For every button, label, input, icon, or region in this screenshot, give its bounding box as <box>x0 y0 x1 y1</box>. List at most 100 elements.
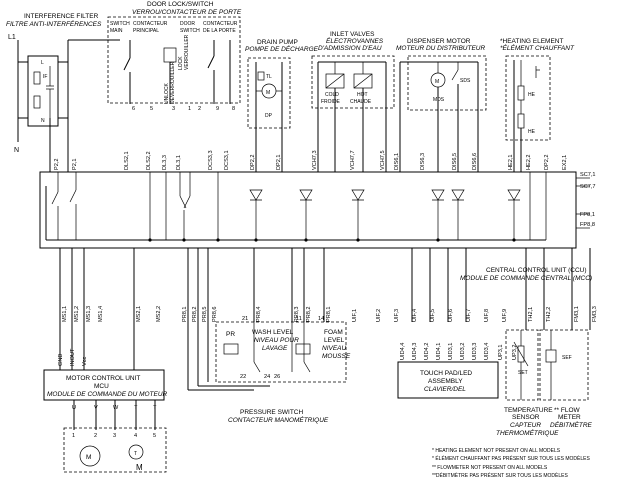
heating-element: *HEATING ELEMENT *ÉLÉMENT CHAUFFANT HE H… <box>500 38 575 172</box>
pressure-switch-frame <box>215 321 347 383</box>
foam-label-2: LEVEL <box>324 337 345 344</box>
dispenser-motor: DISPENSER MOTOR MOTEUR DU DISTRIBUTEUR M… <box>396 38 487 172</box>
door-pin: 5 <box>150 106 153 112</box>
interference-filter-title-fr: FILTRE ANTI-INTERFÉRENCES <box>6 19 102 28</box>
dispenser-motor-label: M <box>435 79 439 85</box>
main-switch-label-fr: CONTACTEUR <box>133 21 168 27</box>
ccu-connector-label: EX2,1 <box>562 155 568 170</box>
flow-meter-title-2: METER <box>558 414 581 421</box>
heater-he-1: HE <box>528 92 536 98</box>
pressure-pin: 26 <box>274 374 280 380</box>
heater-title-fr: *ÉLÉMENT CHAUFFANT <box>500 43 575 52</box>
dispenser-frame <box>407 55 487 111</box>
ccu-bottom-connector: MS1,1 <box>62 306 68 322</box>
mcu-pin-label: Vcc <box>82 356 88 366</box>
touch-pad-connector: UID3,4 <box>484 343 490 360</box>
ccu-connector-label: DP2,1 <box>276 154 282 170</box>
ccu-bottom-connector: MS1,4 <box>98 306 104 322</box>
flow-meter-title: ** FLOW <box>554 407 581 414</box>
pressure-switch-title-fr: CONTACTEUR MANOMÉTRIQUE <box>228 415 329 424</box>
touch-pad-title-2: ASSEMBLY <box>428 378 463 385</box>
ccu-bottom-connector: MS1,3 <box>86 306 92 322</box>
touch-pad-connector: UID3,3 <box>472 343 478 360</box>
door-pin: 1 <box>188 106 191 112</box>
ccu-connector-label: DIS6,6 <box>472 153 478 170</box>
main-motor-inner-label: M <box>86 454 91 461</box>
ccu-bottom-connector: PR8,2 <box>306 306 312 322</box>
ccu-right-label: SC7,7 <box>580 184 596 190</box>
main-switch-label-2: MAIN <box>110 28 123 34</box>
filter-terminal-n: N <box>41 118 45 124</box>
inlet-valves: INLET VALVES ÉLECTROVANNES D'ADMISSION D… <box>311 31 395 172</box>
ccu-connector-label: DP2,2 <box>250 154 256 170</box>
ccu-right-label: FP8,8 <box>580 222 595 228</box>
footnote: ** FLOWMETER NOT PRESENT ON ALL MODELS <box>432 465 548 471</box>
ccu-triacs <box>249 189 521 201</box>
dispenser-title: DISPENSER MOTOR <box>407 38 471 45</box>
touch-pad-title: TOUCH PAD/LED <box>420 370 472 377</box>
main-motor-icon <box>79 445 101 467</box>
ccu-bottom-connector: TH2,2 <box>546 307 552 322</box>
ccu-bottom-connector: PR8,1 <box>326 306 332 322</box>
foam-label-fr-2: MOUSSE <box>322 353 351 360</box>
flow-meter-icon <box>545 349 557 363</box>
ccu-bottom-connector: UIF,7 <box>466 309 472 322</box>
unlock-label-fr: DÉVERROUILLER <box>169 61 176 104</box>
inlet-valves-frame <box>311 55 395 109</box>
temp-sensor-title-fr: CAPTEUR <box>510 422 541 429</box>
ccu-bottom-connector: UIF,9 <box>502 309 508 322</box>
ccu-bottom-connector: UIF,4 <box>412 309 418 322</box>
pressure-sensor-icon <box>223 343 239 355</box>
ccu-connector-label: DCS3,1 <box>224 150 230 170</box>
main-switch-label: SWITCH <box>110 21 130 27</box>
ccu-connector-label: VCH7,7 <box>350 150 356 170</box>
ccu-connector-label: VCH7,5 <box>380 150 386 170</box>
drain-pump-tl: TL <box>266 74 272 80</box>
flow-meter-label: SEF <box>562 355 572 361</box>
drain-pump: DRAIN PUMP POMPE DE DÉCHARGE M TL DP <box>245 39 319 172</box>
mcu-box <box>43 369 165 401</box>
interference-filter: INTERFERENCE FILTER FILTRE ANTI-INTERFÉR… <box>6 13 120 172</box>
ccu-bottom-connector: PR8,3 <box>294 306 300 322</box>
main-motor-label: M <box>136 463 143 472</box>
ccu-bottom-connector: UIF,8 <box>484 309 490 322</box>
mcu-pin-label: INOUT <box>70 348 76 366</box>
dispenser-mds: MDS <box>433 97 445 103</box>
ccu-bottom-connectors: MS1,1 MS1,2 MS1,3 MS1,4 MS2,1 MS2,2 PR8,… <box>59 248 598 370</box>
temp-sensor-connector: UP3,2 <box>512 344 518 360</box>
interference-filter-title: INTERFERENCE FILTER <box>24 13 99 20</box>
ccu-connector-label: DLS2,2 <box>146 151 152 170</box>
drain-pump-motor: M <box>266 90 270 96</box>
tachometer-icon <box>128 444 144 460</box>
ccu-connector-label: DCS3,3 <box>208 150 214 170</box>
ccu-bottom-connector: MS2,1 <box>136 306 142 322</box>
ccu-bottom-connector: FM3,1 <box>574 306 580 322</box>
ccu-connector-label: HE2,2 <box>526 154 532 170</box>
pressure-pin: 21 <box>242 316 248 322</box>
filter-terminal-l: L <box>41 60 44 66</box>
pressure-switch: PR WASH LEVEL NIVEAU POUR LAVAGE FOAM LE… <box>187 300 351 424</box>
door-lock-title-fr: VERROU/CONTACTEUR DE PORTE <box>132 9 242 16</box>
motor-control-unit: GND INOUT Vcc MOTOR CONTROL UNIT MCU MOD… <box>43 348 168 473</box>
ccu-bottom-connector: PR8,4 <box>256 306 262 322</box>
pressure-pin: 14 <box>318 316 324 322</box>
touch-pad-connector: UID4,3 <box>412 343 418 360</box>
mcu-title-fr: MODULE DE COMMANDE DU MOTEUR <box>47 391 168 398</box>
flow-meter-title-fr: DÉBITMÈTRE <box>550 420 593 429</box>
door-pin: 3 <box>172 106 175 112</box>
inlet-valves-title-fr: ÉLECTROVANNES <box>326 36 384 45</box>
door-pin: 6 <box>132 106 135 112</box>
ccu-connector-label: P2,2 <box>54 158 60 170</box>
wash-level-label-fr-2: LAVAGE <box>262 345 288 352</box>
ccu-right-label: FP8,1 <box>580 212 595 218</box>
cold-label-fr: FROIDE <box>321 99 341 105</box>
wash-level-label-fr: NIVEAU POUR <box>254 337 299 344</box>
ccu-bottom-connector: PR8,5 <box>202 306 208 322</box>
ccu-connector-label: VCH7,3 <box>312 150 318 170</box>
motor-pin: 3 <box>113 433 116 439</box>
touch-pad-connector: UID4,2 <box>424 343 430 360</box>
lock-label: LOCK <box>178 56 184 70</box>
heater-title: *HEATING ELEMENT <box>500 38 563 45</box>
filter-resistor <box>33 95 41 109</box>
mcu-title: MOTOR CONTROL UNIT <box>66 375 140 382</box>
